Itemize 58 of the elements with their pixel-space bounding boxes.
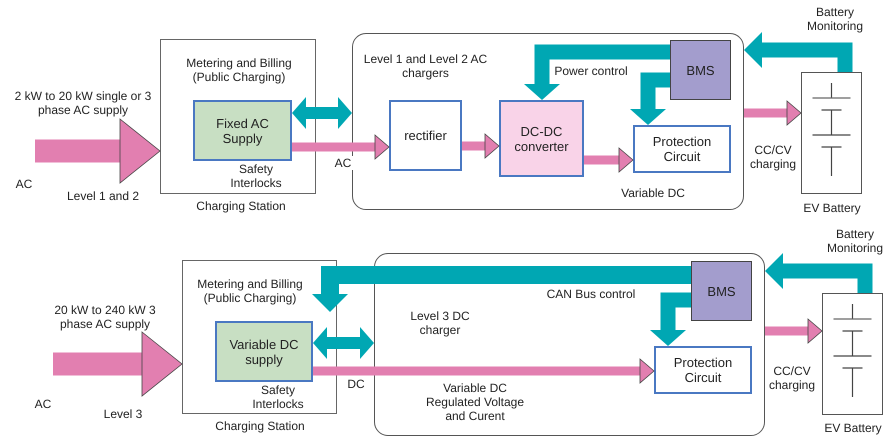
edge-label: Power control	[553, 64, 629, 78]
box-title: Metering and Billing (Public Charging)	[185, 56, 293, 84]
box-note: Variable DC	[620, 186, 686, 200]
flow-arrow	[292, 134, 390, 160]
battery-box	[801, 72, 862, 194]
flow-arrow	[744, 100, 802, 126]
node-caption: Charging Station	[214, 419, 306, 433]
protection-circuit-box	[654, 346, 752, 394]
box-label: Fixed AC Supply	[215, 116, 270, 146]
protection-circuit-box	[633, 125, 731, 173]
charging-station-box	[182, 260, 337, 414]
annotation-text: AC	[34, 397, 52, 411]
rectifier-box	[389, 100, 462, 171]
flow-arrow	[650, 292, 691, 346]
charger-panel	[352, 33, 744, 210]
box-title: Metering and Billing (Public Charging)	[196, 277, 304, 305]
box-label: Protection Circuit	[652, 134, 712, 164]
annotation-text: 20 kW to 240 kW 3 phase AC supply	[53, 303, 157, 331]
box-note: Variable DC Regulated Voltage and Curent	[424, 381, 526, 423]
box-label: Variable DC supply	[228, 336, 300, 366]
flow-arrow	[312, 266, 691, 312]
flow-arrow	[584, 148, 634, 172]
annotation-text: Level 3	[102, 407, 144, 421]
input-arrow	[53, 332, 182, 396]
supply-box	[215, 321, 313, 382]
box-title: Level 3 DC charger	[409, 309, 471, 337]
edge-label: AC	[332, 156, 354, 170]
flow-arrow	[744, 32, 852, 72]
box-label: Protection Circuit	[672, 355, 734, 385]
box-label: BMS	[707, 284, 736, 298]
annotation-text: 2 kW to 20 kW single or 3 phase AC supply	[14, 89, 152, 117]
charging-station-box	[160, 39, 316, 194]
bms-box	[670, 40, 731, 100]
flow-arrow	[313, 327, 374, 359]
battery-box	[822, 293, 883, 415]
flow-arrow	[630, 72, 670, 125]
box-label: BMS	[686, 62, 715, 78]
box-label: rectifier	[404, 128, 447, 143]
box-note: Safety Interlocks	[229, 162, 283, 190]
flow-arrow	[524, 44, 670, 100]
annotation-text: AC	[14, 177, 34, 191]
edge-label: DC	[345, 377, 367, 391]
box-note: Safety Interlocks	[251, 383, 305, 411]
flow-arrow	[313, 358, 654, 384]
box-label: DC-DC converter	[513, 124, 570, 154]
node-caption: Charging Station	[195, 199, 287, 213]
input-arrow	[35, 118, 160, 184]
node-caption: EV Battery	[802, 201, 862, 215]
bms-box	[691, 261, 752, 321]
flow-arrow	[292, 97, 352, 129]
supply-box	[193, 100, 292, 161]
flow-arrow	[462, 134, 500, 158]
box-title: Level 1 and Level 2 AC chargers	[363, 52, 488, 80]
node-caption: EV Battery	[823, 421, 883, 435]
flow-arrow	[765, 318, 822, 344]
converter-box	[499, 100, 584, 177]
flow-arrow	[765, 253, 872, 293]
annotation-text: Level 1 and 2	[66, 189, 140, 203]
